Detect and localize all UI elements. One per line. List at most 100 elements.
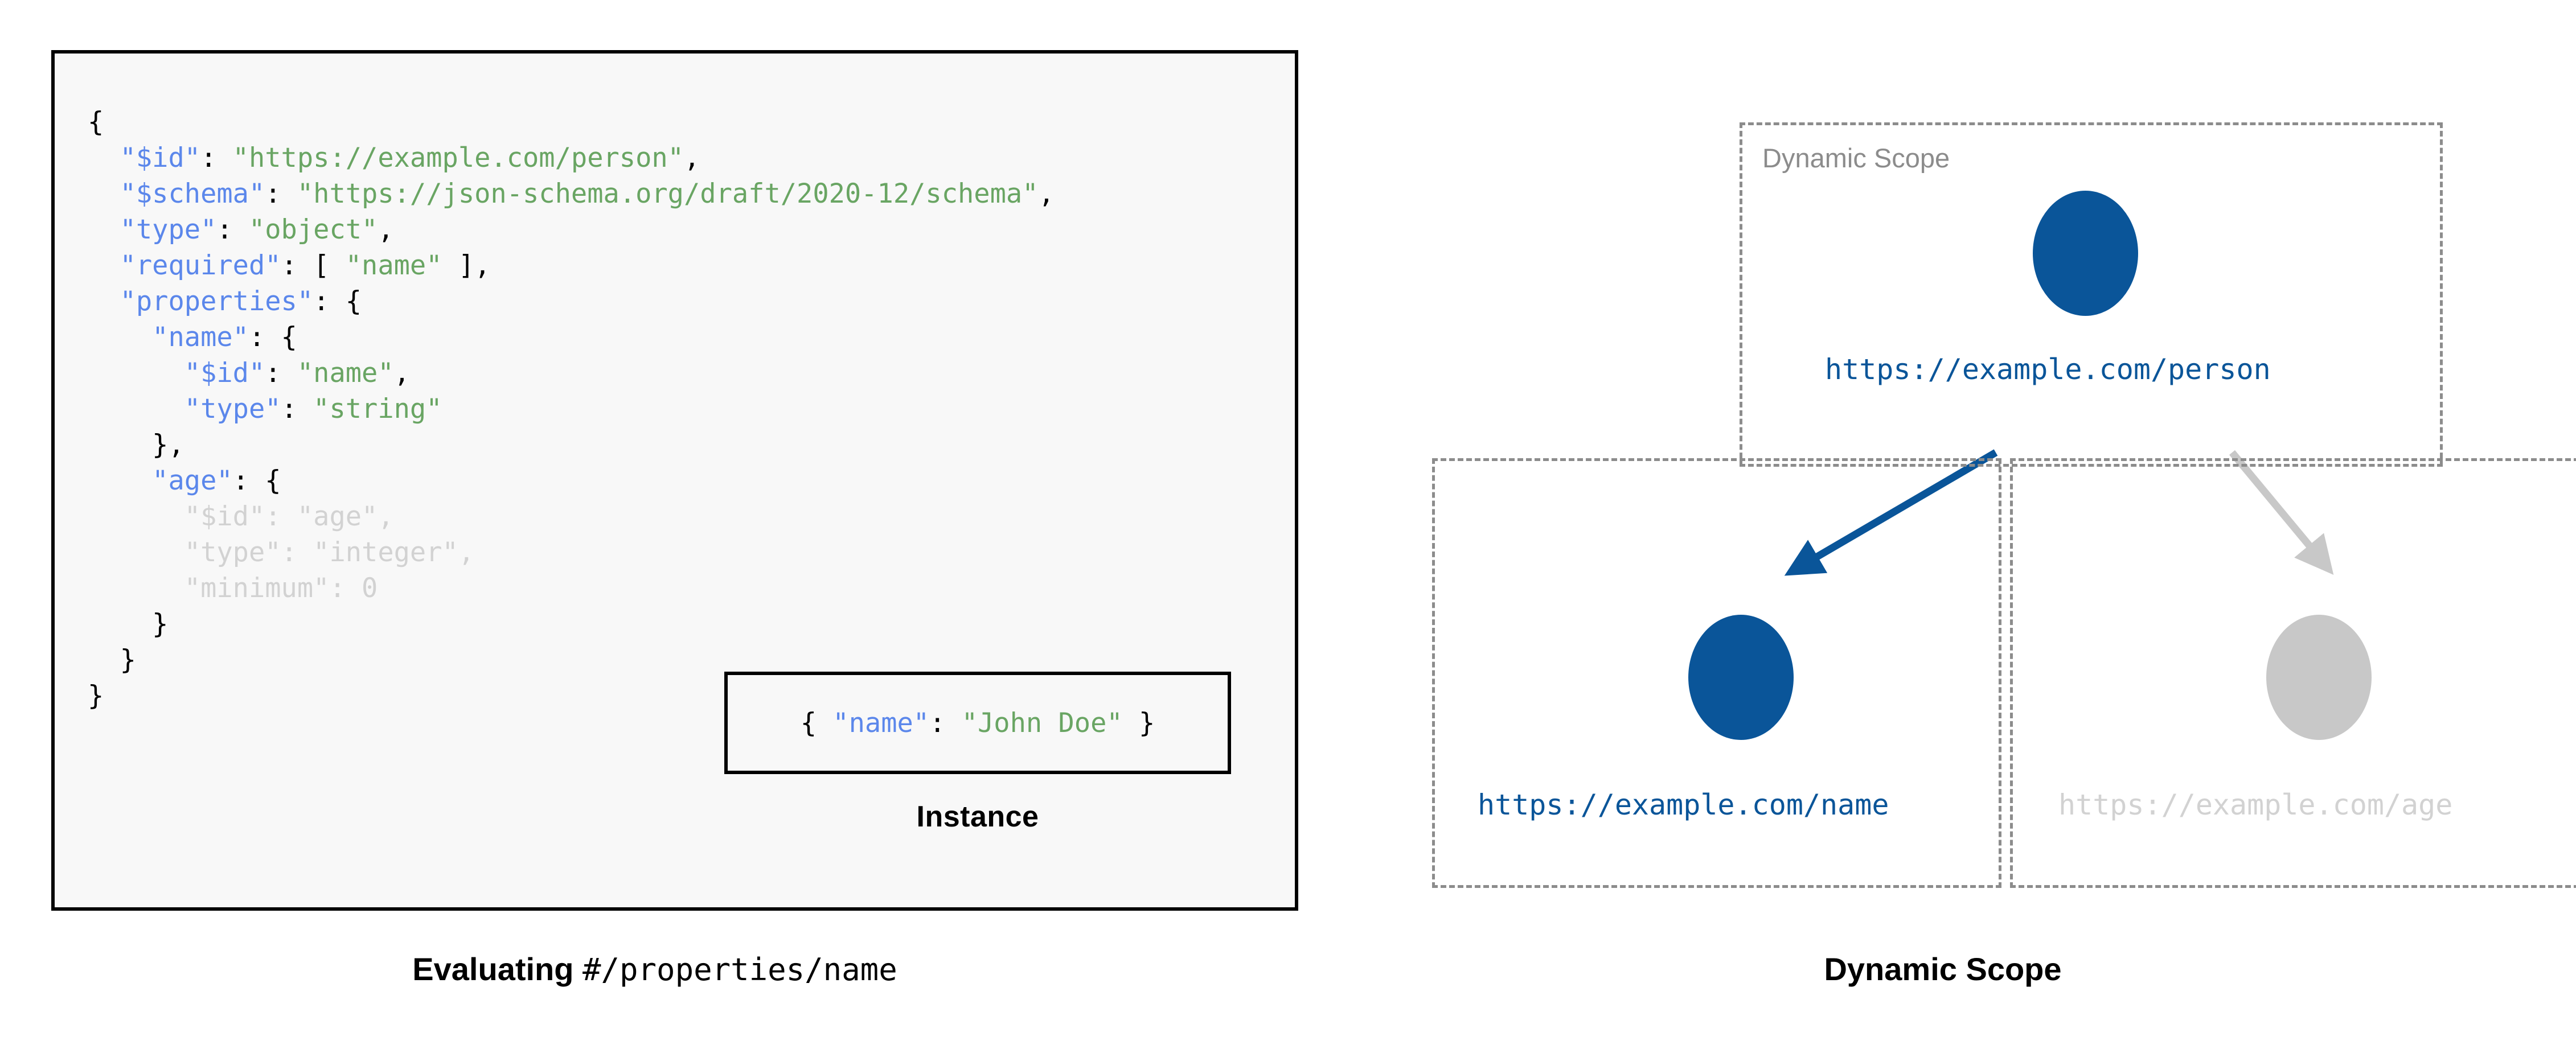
code-token: : <box>265 501 297 532</box>
code-token: , <box>393 357 410 389</box>
code-line: "$id": "https://example.com/person", <box>88 140 1055 176</box>
code-token: : <box>329 573 362 604</box>
code-token: ], <box>442 250 491 281</box>
code-token <box>88 286 120 317</box>
code-token: "name" <box>345 250 442 281</box>
code-token: : <box>200 142 233 174</box>
code-token: "properties" <box>120 286 314 317</box>
code-token: : <box>265 178 297 209</box>
code-line: "properties": { <box>88 283 1055 319</box>
code-token: : { <box>248 322 297 353</box>
node-person-circle <box>2033 191 2138 316</box>
code-token: "age" <box>152 465 233 496</box>
code-token <box>88 250 120 281</box>
code-token: "name" <box>152 322 249 353</box>
code-line: }, <box>88 427 1055 463</box>
code-token: { <box>88 106 104 138</box>
code-line: "$schema": "https://json-schema.org/draf… <box>88 176 1055 212</box>
code-token: "$id" <box>120 142 201 174</box>
code-token: "$id" <box>184 357 265 389</box>
code-line: "required": [ "name" ], <box>88 248 1055 283</box>
left-caption: Evaluating #/properties/name <box>0 951 1310 988</box>
code-token: : [ <box>281 250 346 281</box>
code-token: : <box>216 214 249 245</box>
code-token: "string" <box>313 393 442 425</box>
code-token: , <box>1038 178 1055 209</box>
code-line: "type": "string" <box>88 391 1055 427</box>
code-token: "integer" <box>313 537 458 568</box>
code-token <box>88 537 184 568</box>
code-token: : <box>281 537 314 568</box>
schema-code-box: { "$id": "https://example.com/person", "… <box>51 50 1298 911</box>
code-line: "type": "object", <box>88 212 1055 248</box>
code-token: , <box>378 214 394 245</box>
code-line: "age": { <box>88 463 1055 499</box>
code-token: }, <box>88 429 184 460</box>
code-token: "https://json-schema.org/draft/2020-12/s… <box>297 178 1039 209</box>
node-person-label: https://example.com/person <box>1825 353 2271 386</box>
code-token <box>88 214 120 245</box>
code-token: "$schema" <box>120 178 265 209</box>
code-token: "type" <box>120 214 217 245</box>
code-token <box>88 501 184 532</box>
code-token: : { <box>232 465 281 496</box>
code-token <box>88 465 152 496</box>
right-caption: Dynamic Scope <box>1824 951 2062 987</box>
code-line: { <box>88 104 1055 140</box>
node-name-circle <box>1688 615 1794 740</box>
code-line: "name": { <box>88 319 1055 355</box>
code-token: "John Doe" <box>961 707 1123 739</box>
scope-root-label: Dynamic Scope <box>1762 143 1950 173</box>
instance-box: { "name": "John Doe" } <box>724 672 1231 774</box>
code-line: "$id": "age", <box>88 499 1055 534</box>
schema-panel: { "$id": "https://example.com/person", "… <box>0 50 1310 988</box>
code-token: } <box>88 680 104 711</box>
code-line: "type": "integer", <box>88 534 1055 570</box>
instance-label: Instance <box>916 800 1039 833</box>
schema-code-listing: { "$id": "https://example.com/person", "… <box>88 104 1055 714</box>
code-token: "https://example.com/person" <box>232 142 684 174</box>
code-token: : { <box>313 286 362 317</box>
code-token: "minimum" <box>184 573 330 604</box>
code-token <box>88 178 120 209</box>
code-token: { <box>800 707 833 739</box>
code-token <box>88 573 184 604</box>
code-token: "type" <box>184 537 281 568</box>
code-token: } <box>88 644 136 676</box>
code-line: } <box>88 606 1055 642</box>
code-token: : <box>281 393 314 425</box>
scope-box-name <box>1432 458 2001 888</box>
code-token <box>88 393 184 425</box>
node-age-circle <box>2266 615 2372 740</box>
node-name-label: https://example.com/name <box>1478 788 1889 821</box>
code-token: } <box>88 608 169 640</box>
code-line: "minimum": 0 <box>88 570 1055 606</box>
code-token: "name" <box>297 357 394 389</box>
code-token: : <box>265 357 297 389</box>
left-caption-bold: Evaluating <box>412 951 583 987</box>
code-token: 0 <box>362 573 378 604</box>
code-line: "$id": "name", <box>88 355 1055 391</box>
code-token: "required" <box>120 250 281 281</box>
instance-code: { "name": "John Doe" } <box>801 708 1155 739</box>
code-token: , <box>378 501 394 532</box>
dynamic-scope-panel: Dynamic Scope https://example.com/person… <box>1310 0 2576 1053</box>
code-token: "age" <box>297 501 378 532</box>
code-token: , <box>458 537 475 568</box>
code-token: "type" <box>184 393 281 425</box>
node-age-label: https://example.com/age <box>2058 788 2453 821</box>
scope-box-age <box>2010 458 2576 888</box>
code-line: } <box>88 678 1055 714</box>
code-token: "object" <box>248 214 378 245</box>
code-token: : <box>929 707 962 739</box>
code-token: } <box>1122 707 1155 739</box>
scope-box-root <box>1740 122 2443 467</box>
code-token: "name" <box>832 707 930 739</box>
code-token <box>88 322 152 353</box>
code-token <box>88 357 184 389</box>
code-token: , <box>683 142 700 174</box>
code-token <box>88 142 120 174</box>
code-token: "$id" <box>184 501 265 532</box>
left-caption-pointer: #/properties/name <box>583 952 897 988</box>
code-line: } <box>88 642 1055 678</box>
